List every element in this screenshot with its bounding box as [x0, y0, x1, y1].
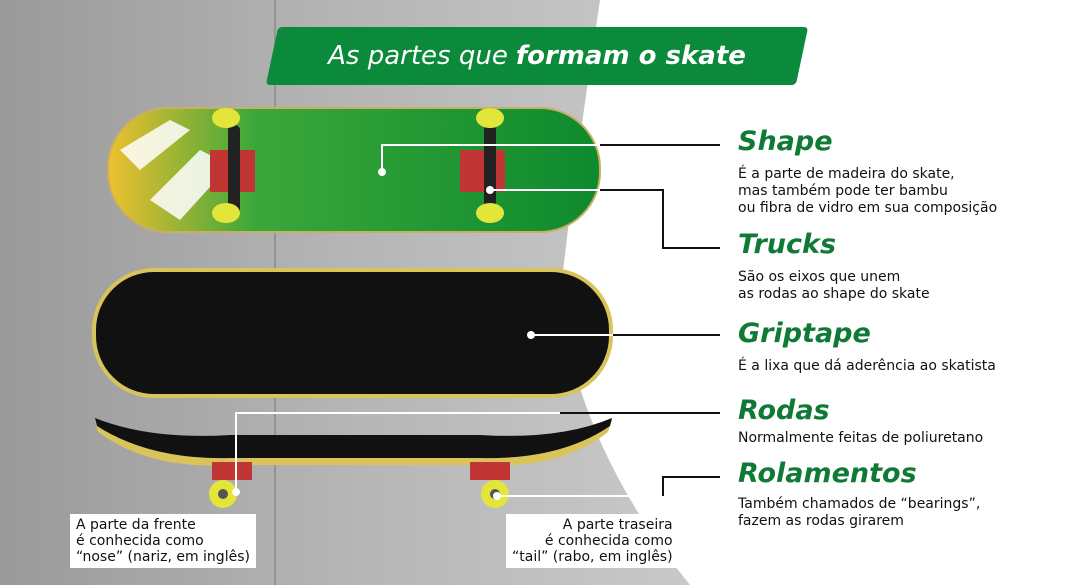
part-title-shape: Shape: [738, 126, 833, 157]
leader-lines-dark: [560, 144, 720, 496]
part-desc-rolamentos: Também chamados de “bearings”,fazem as r…: [738, 496, 981, 529]
part-title-rolamentos: Rolamentos: [738, 458, 917, 489]
part-title-rodas: Rodas: [738, 395, 830, 426]
part-desc-rodas: Normalmente feitas de poliuretano: [738, 430, 984, 446]
leader-lines: [235, 144, 663, 497]
part-desc-griptape: É a lixa que dá aderência ao skatista: [738, 358, 996, 374]
deck-bottom-view: [107, 107, 601, 233]
part-title-griptape: Griptape: [738, 318, 871, 349]
deck-top-view: [92, 268, 613, 398]
deck-side-view: [95, 418, 612, 508]
part-desc-shape: É a parte de madeira do skate,mas também…: [738, 166, 998, 216]
part-title-trucks: Trucks: [738, 229, 837, 260]
